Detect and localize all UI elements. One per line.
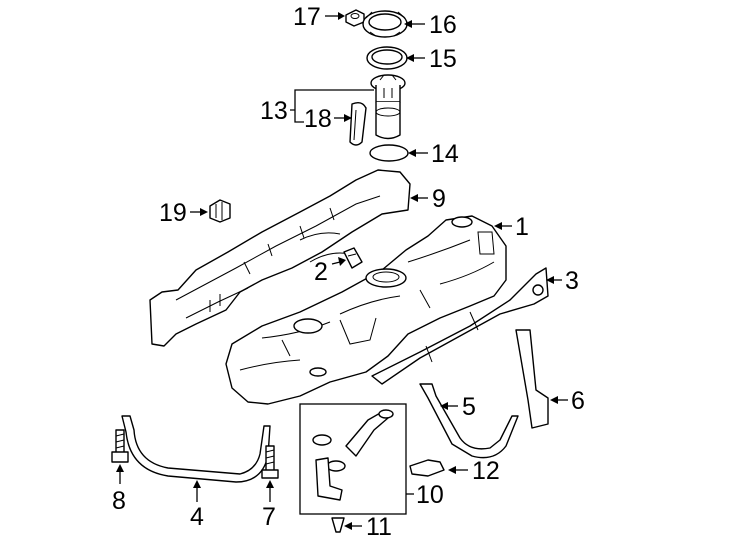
callout-6: 6 — [571, 387, 585, 415]
part-8-bolt — [111, 429, 129, 463]
part-11-clip — [331, 517, 345, 533]
callout-13: 13 — [260, 97, 288, 125]
part-17-nut — [345, 9, 365, 27]
callout-17: 17 — [293, 3, 321, 31]
callout-9: 9 — [432, 185, 446, 213]
callout-16: 16 — [429, 11, 457, 39]
part-7-bolt — [261, 445, 279, 479]
callout-18: 18 — [304, 105, 332, 133]
part-5-tank-strap — [419, 383, 519, 459]
part-9-heat-shield — [149, 169, 411, 347]
callout-19: 19 — [159, 199, 187, 227]
callout-12: 12 — [472, 457, 500, 485]
part-3-strap-bracket — [371, 267, 549, 385]
callout-14: 14 — [431, 140, 459, 168]
callout-labels: 17 16 15 13 18 14 19 9 2 1 3 5 6 8 4 7 1… — [112, 3, 585, 540]
part-14-o-ring — [369, 144, 409, 162]
part-4-tank-strap — [121, 415, 271, 483]
callout-8: 8 — [112, 487, 126, 515]
part-19-clip — [209, 199, 231, 223]
callout-15: 15 — [429, 45, 457, 73]
part-12-valve — [409, 459, 445, 477]
callout-11: 11 — [366, 513, 392, 540]
part-15-seal — [366, 46, 408, 70]
callout-3: 3 — [565, 267, 579, 295]
part-1-fuel-tank — [225, 215, 507, 405]
part-13-fuel-pump — [370, 74, 406, 140]
part-6-support-bracket — [515, 329, 549, 429]
part-18-strap — [349, 101, 367, 146]
leader-lines — [116, 12, 568, 530]
part-16-lock-ring — [362, 10, 408, 38]
callout-1: 1 — [515, 213, 529, 241]
callout-7: 7 — [262, 503, 276, 531]
callout-5: 5 — [462, 393, 476, 421]
part-10-filler-neck-kit — [299, 403, 407, 515]
part-2-bracket — [343, 247, 363, 269]
callout-4: 4 — [190, 503, 204, 531]
callout-2: 2 — [314, 258, 328, 286]
callout-10: 10 — [416, 481, 444, 509]
